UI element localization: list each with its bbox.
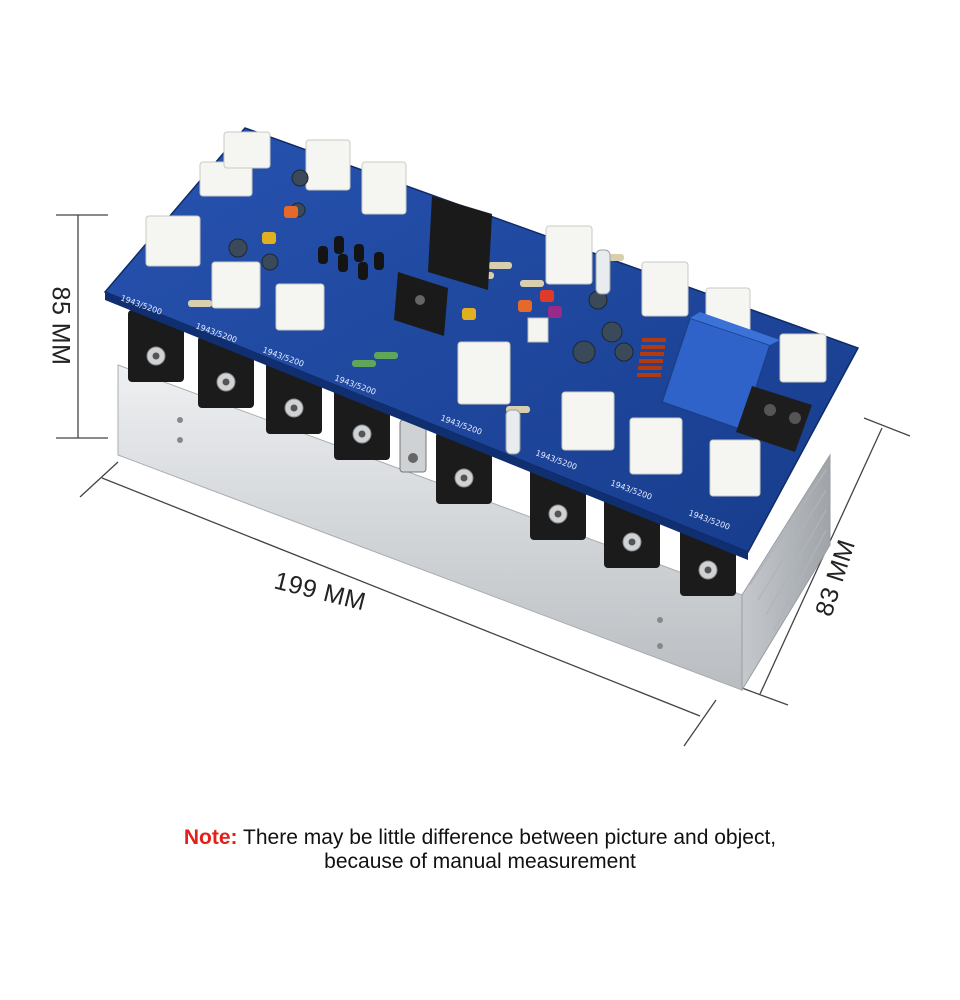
relay [661,312,780,431]
glass-fuse [505,409,521,455]
electrolytic-capacitor [291,169,309,187]
electrolytic-capacitor [261,253,279,271]
ceramic-resistor [641,261,689,317]
screw-center [554,510,562,518]
screw-center [704,566,712,574]
note-text: There may be little difference between p… [237,826,777,849]
resistor [520,280,544,287]
film-capacitor [548,306,562,318]
ceramic-resistor [145,215,201,267]
ceramic-resistor [629,417,683,475]
resistor [188,300,212,307]
film-capacitor [262,232,276,244]
electrolytic-capacitor [614,342,634,362]
electrolytic-capacitor [572,340,596,364]
small-transistor [374,252,384,270]
note-key: Note: [183,826,238,849]
pcb-components [145,131,827,497]
resistor [374,352,398,359]
screw-center [152,352,160,360]
screw-center [358,430,366,438]
film-capacitor [518,300,532,312]
resistor [488,262,512,269]
ceramic-resistor [545,225,593,285]
ceramic-resistor [211,261,261,309]
ceramic-resistor [305,139,351,191]
note-line-2: because of manual measurement [324,850,636,873]
screw-center [222,378,230,386]
inductor-coil [637,338,666,377]
ceramic-resistor [561,391,615,451]
small-transistor [358,262,368,280]
small-transistor [334,236,344,254]
driver-heatsink [394,196,492,336]
dimension-lines [56,214,911,747]
note-line-1: Note: There may be little difference bet… [0,826,960,850]
ceramic-resistor [709,439,761,497]
ceramic-resistor [275,283,325,331]
small-transistor [318,246,328,264]
film-capacitor [462,308,476,320]
screw-center [290,404,298,412]
ceramic-resistor [457,341,511,405]
glass-fuse [595,249,611,295]
ceramic-resistor [779,333,827,383]
measurement-note: Note: There may be little difference bet… [0,826,960,874]
resistor [352,360,376,367]
power-transistor-row [128,310,736,596]
electrolytic-capacitor [601,321,623,343]
height-dimension-label: 85 MM [46,286,75,366]
screw-center [628,538,636,546]
film-capacitor [284,206,298,218]
power-transistor [128,310,184,382]
ceramic-resistor [223,131,271,169]
electrolytic-capacitor [228,238,248,258]
ceramic-resistor [361,161,407,215]
small-transistor [338,254,348,272]
screw-center [460,474,468,482]
terminal-block [736,386,812,452]
connector-header [527,317,549,343]
small-transistor [354,244,364,262]
film-capacitor [540,290,554,302]
transistor-body [128,310,184,382]
